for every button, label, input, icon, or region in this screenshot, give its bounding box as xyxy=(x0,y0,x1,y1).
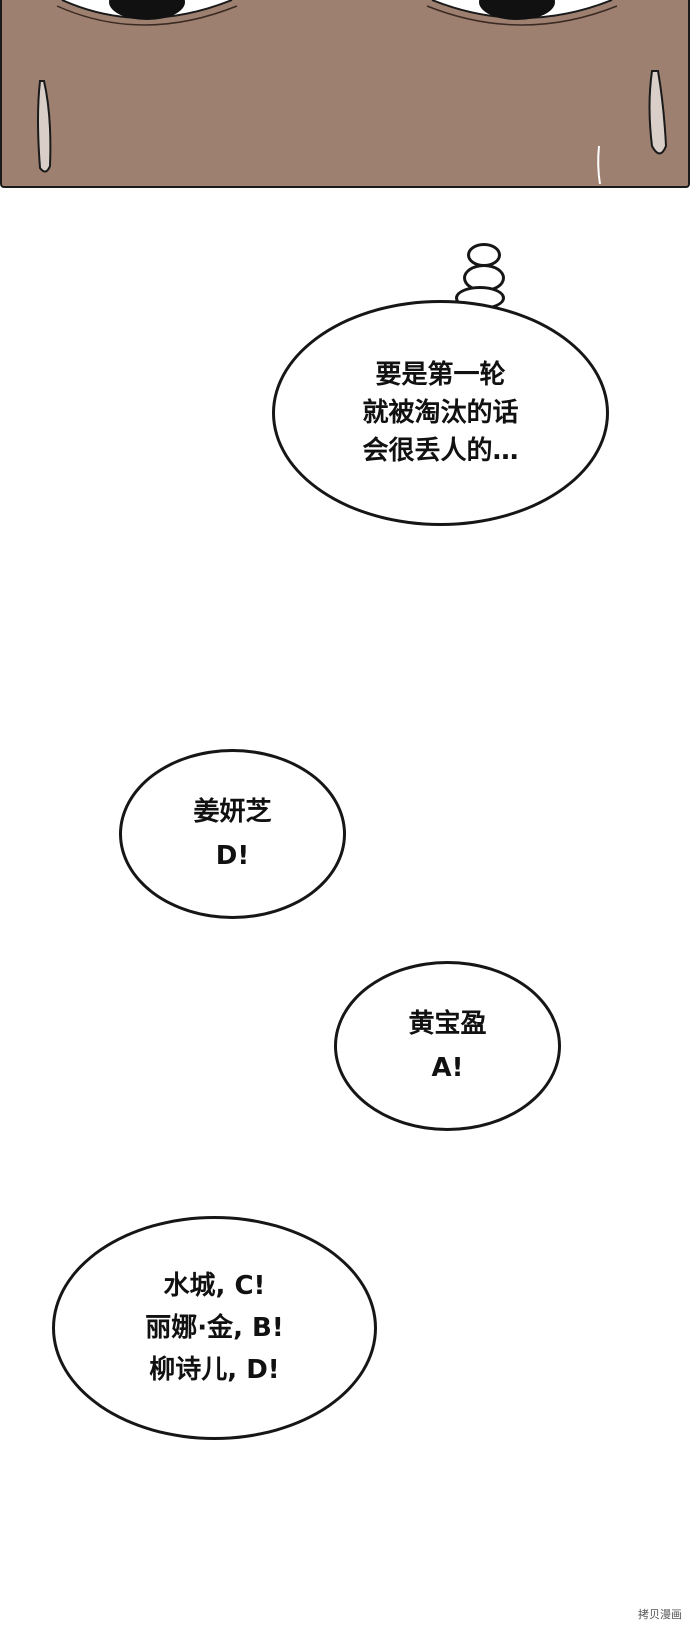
thought-bubble-text: 要是第一轮 就被淘汰的话 会很丢人的… xyxy=(362,356,518,470)
kang-name: 姜妍芝 xyxy=(193,797,272,827)
face-illustration xyxy=(37,0,668,185)
speech-bubble-huang: 黄宝盈 A! xyxy=(334,961,561,1131)
sweat-drop-icon xyxy=(37,70,668,185)
speech-bubble-kang-text: 姜妍芝 D! xyxy=(193,790,271,878)
group-line-3: 柳诗儿, D! xyxy=(149,1355,280,1385)
thought-line-1: 要是第一轮 xyxy=(375,360,506,390)
speech-bubble-group: 水城, C! 丽娜·金, B! 柳诗儿, D! xyxy=(52,1216,377,1440)
thought-puff-small xyxy=(467,243,501,267)
thought-line-2: 就被淘汰的话 xyxy=(362,398,519,428)
speech-bubble-huang-text: 黄宝盈 A! xyxy=(408,1002,486,1090)
group-line-2: 丽娜·金, B! xyxy=(145,1313,284,1343)
comic-panel-face xyxy=(0,0,690,188)
group-line-1: 水城, C! xyxy=(163,1271,266,1301)
huang-name: 黄宝盈 xyxy=(408,1009,487,1039)
kang-grade: D! xyxy=(215,841,250,871)
thought-bubble: 要是第一轮 就被淘汰的话 会很丢人的… xyxy=(272,300,609,526)
speech-bubble-kang: 姜妍芝 D! xyxy=(119,749,346,919)
thought-line-3: 会很丢人的… xyxy=(362,436,519,466)
watermark: 拷贝漫画 xyxy=(638,1608,682,1621)
speech-bubble-group-text: 水城, C! 丽娜·金, B! 柳诗儿, D! xyxy=(145,1265,283,1391)
left-eye-icon xyxy=(56,0,238,26)
huang-grade: A! xyxy=(431,1053,464,1083)
right-eye-icon xyxy=(426,0,618,26)
